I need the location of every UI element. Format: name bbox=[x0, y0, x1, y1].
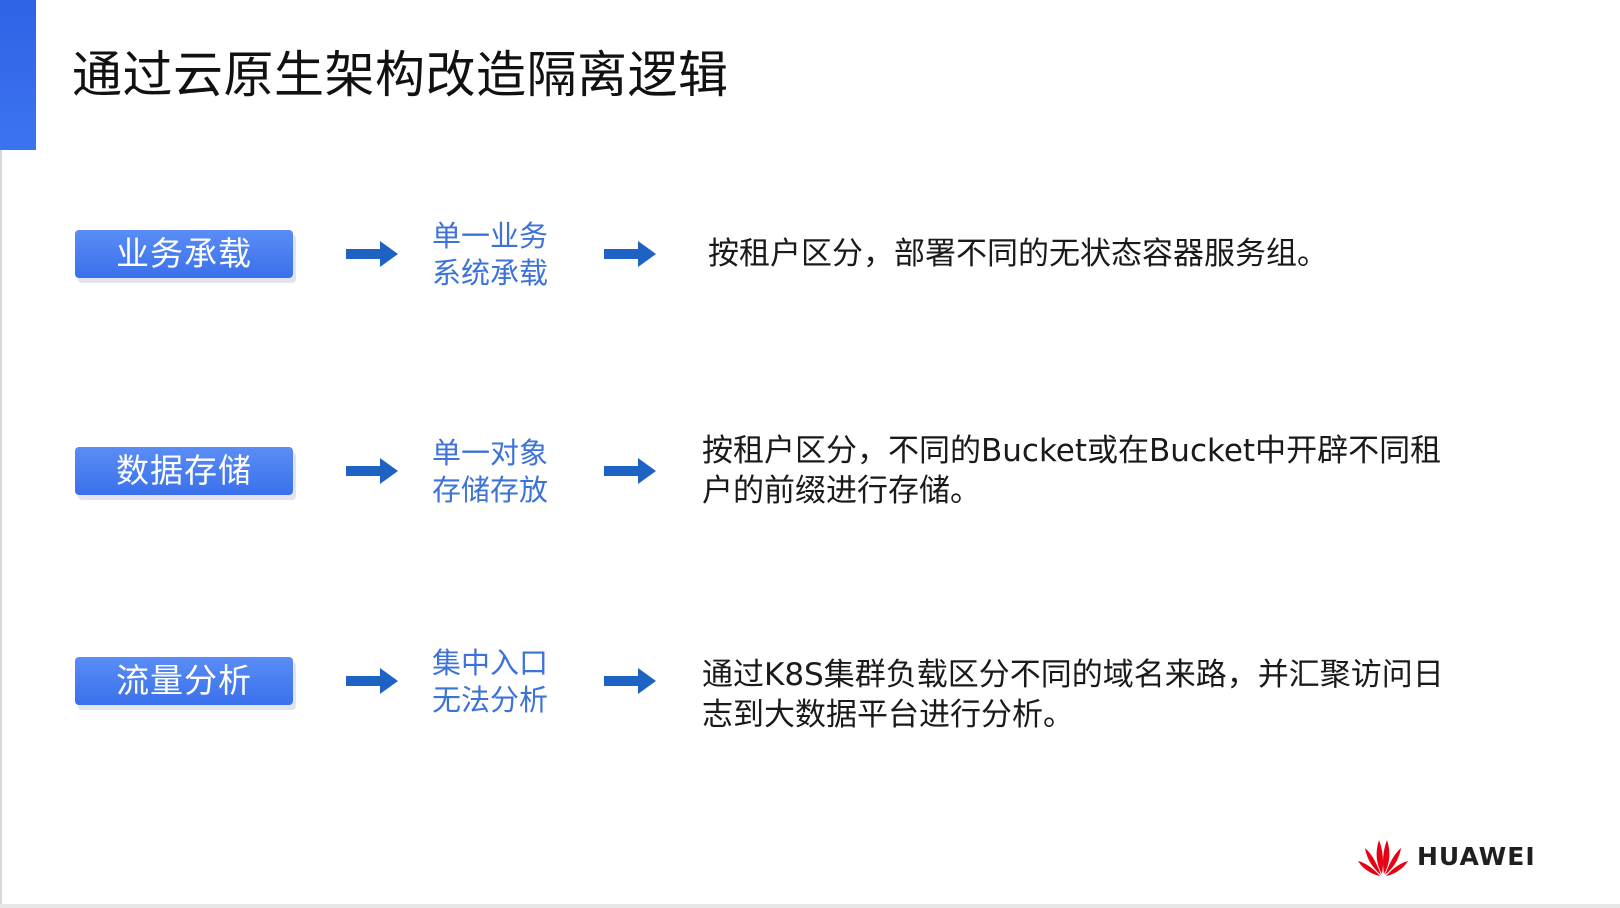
huawei-logo-icon bbox=[1358, 840, 1408, 876]
arrow-right-icon bbox=[604, 458, 656, 484]
arrow-right-icon bbox=[604, 668, 656, 694]
label-box-storage: 数据存储 bbox=[75, 447, 293, 495]
row-storage: 数据存储 单一对象 存储存放 按租户区分，不同的Bucket或在Bucket中开… bbox=[0, 427, 1620, 517]
huawei-logo: HUAWEI bbox=[1357, 834, 1536, 878]
title-accent-bar bbox=[0, 0, 36, 150]
row-business: 业务承载 单一业务 系统承载 按租户区分，部署不同的无状态容器服务组。 bbox=[0, 210, 1620, 300]
huawei-logo-text: HUAWEI bbox=[1417, 841, 1536, 871]
arrow-right-icon bbox=[346, 458, 398, 484]
label-box-traffic: 流量分析 bbox=[75, 657, 293, 705]
row-traffic: 流量分析 集中入口 无法分析 通过K8S集群负载区分不同的域名来路，并汇聚访问日… bbox=[0, 637, 1620, 733]
slide-left-edge bbox=[0, 0, 2, 908]
desc-text-business: 按租户区分，部署不同的无状态容器服务组。 bbox=[708, 236, 1328, 272]
mid-text-storage: 单一对象 存储存放 bbox=[432, 436, 549, 507]
arrow-right-icon bbox=[346, 241, 398, 267]
mid-text-traffic: 集中入口 无法分析 bbox=[432, 646, 549, 717]
slide-title: 通过云原生架构改造隔离逻辑 bbox=[72, 46, 729, 104]
arrow-right-icon bbox=[604, 241, 656, 267]
arrow-right-icon bbox=[346, 668, 398, 694]
label-box-business: 业务承载 bbox=[75, 230, 293, 278]
slide-bottom-edge bbox=[0, 904, 1620, 908]
desc-text-traffic: 通过K8S集群负载区分不同的域名来路，并汇聚访问日志到大数据平台进行分析。 bbox=[702, 657, 1444, 733]
desc-text-storage: 按租户区分，不同的Bucket或在Bucket中开辟不同租户的前缀进行存储。 bbox=[702, 433, 1442, 509]
mid-text-business: 单一业务 系统承载 bbox=[432, 219, 549, 290]
